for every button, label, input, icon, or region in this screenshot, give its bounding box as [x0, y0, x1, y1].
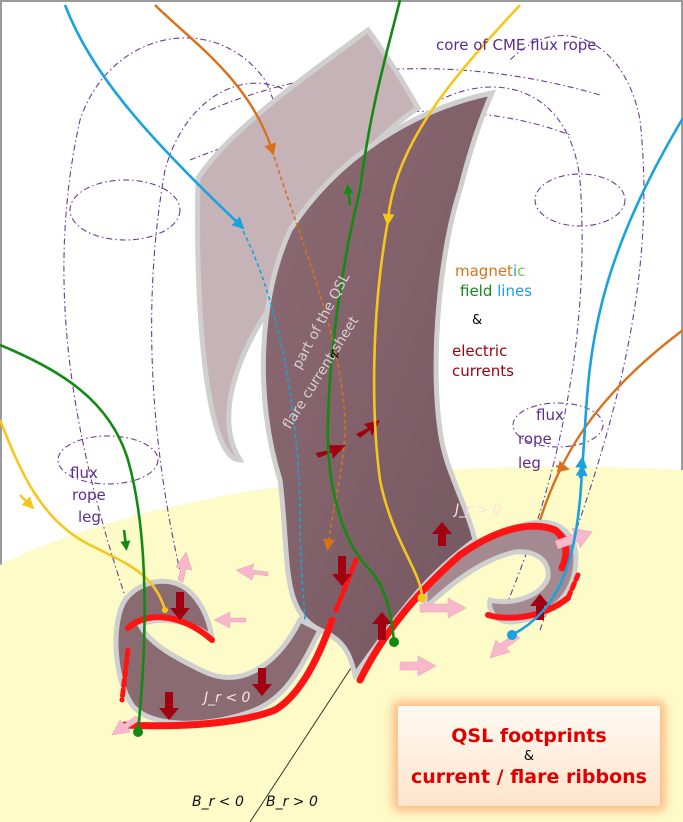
label-flux-rope-leg-right: flux rope leg [518, 406, 564, 472]
label-jr-positive: J_r > 0 [452, 502, 502, 518]
flux-rope-outlines [57, 35, 645, 641]
svg-text:leg: leg [518, 454, 541, 472]
label-br-positive: B_r > 0 [266, 794, 318, 810]
current-arrows [159, 420, 550, 720]
legend-qsl-footprints: QSL footprints [451, 724, 607, 747]
field-line-green [0, 0, 402, 733]
svg-text:rope: rope [72, 486, 106, 504]
label-core-flux-rope: core of CME flux rope [436, 36, 597, 54]
qsl-legend-box: QSL footprints & current / flare ribbons [398, 706, 660, 806]
field-line-blue [63, 4, 683, 637]
label-currents: currents [452, 362, 514, 380]
label-jr-negative: J_r < 0 [201, 690, 251, 706]
label-field-lines: field lines [460, 282, 532, 300]
qsl-front-sheet [260, 89, 497, 681]
label-qsl-amp: & [330, 347, 339, 361]
label-magnetic: magnetic [455, 262, 525, 280]
svg-text:rope: rope [518, 430, 552, 448]
field-line-yellow [0, 4, 521, 611]
label-and: & [472, 313, 482, 328]
svg-text:flux: flux [536, 406, 564, 424]
legend-amp: & [523, 748, 535, 764]
svg-text:leg: leg [78, 508, 101, 526]
svg-text:flux: flux [70, 464, 98, 482]
legend-current-ribbons: current / flare ribbons [411, 765, 647, 788]
label-br-negative: B_r < 0 [192, 794, 244, 810]
label-flux-rope-leg-left: flux rope leg [70, 464, 106, 526]
label-electric: electric [452, 342, 507, 360]
flow-arrows [111, 527, 593, 736]
